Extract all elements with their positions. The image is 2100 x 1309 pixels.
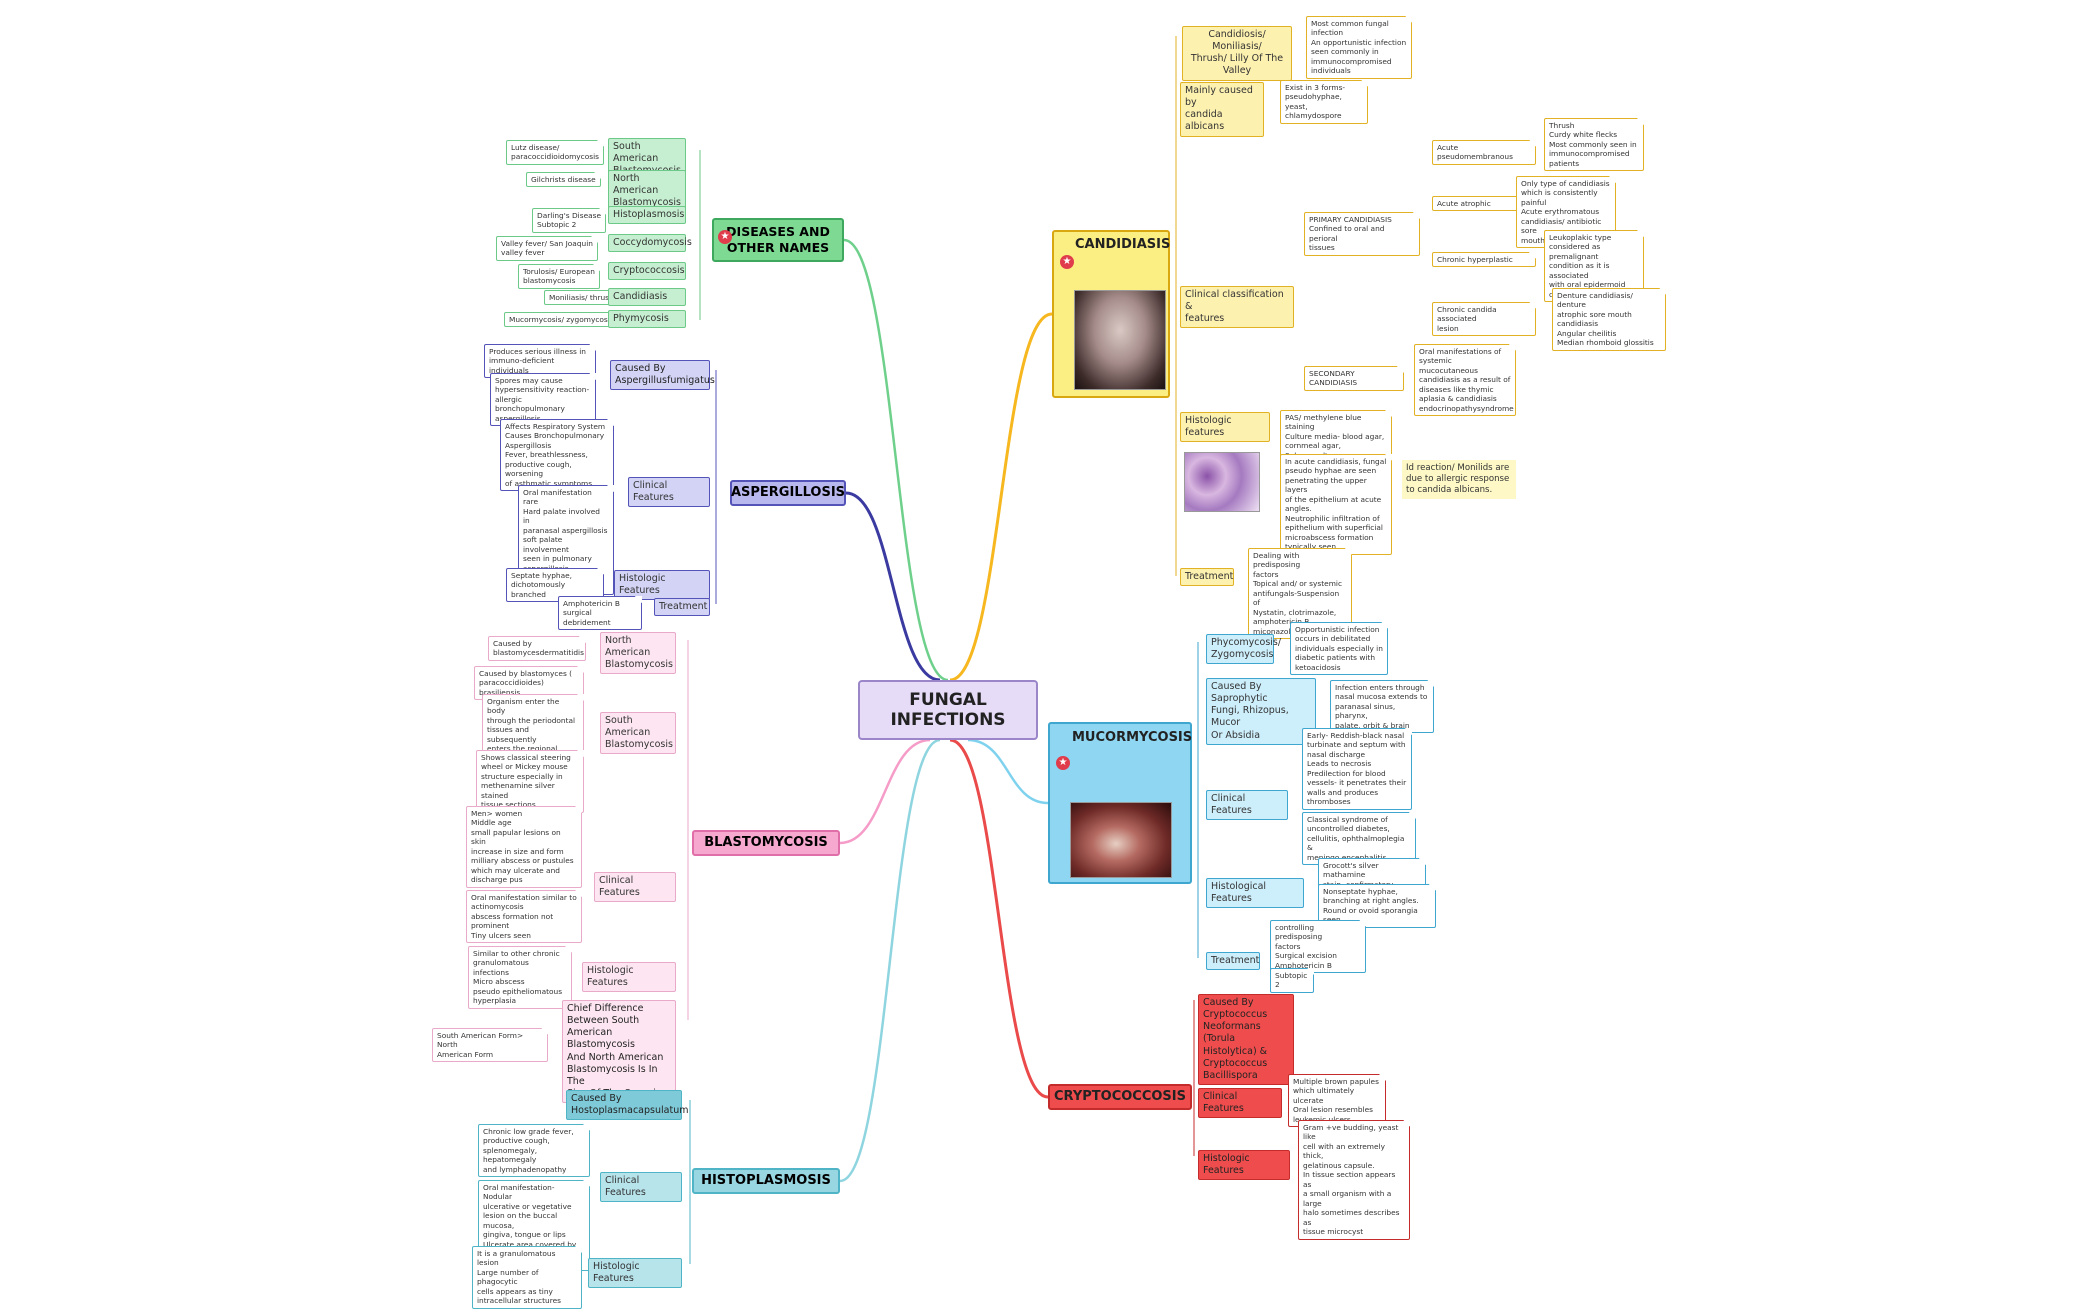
candidiasis-type-detail: Denture candidiasis/ denture atrophic so…: [1552, 288, 1666, 351]
blastomycosis-topic[interactable]: BLASTOMYCOSIS: [692, 830, 840, 856]
disease-name[interactable]: North American Blastomycosis: [608, 170, 686, 213]
blasto-sa[interactable]: South American Blastomycosis: [600, 712, 676, 755]
cand-classification[interactable]: Clinical classification & features: [1180, 286, 1294, 329]
asp-histo[interactable]: Histologic Features: [614, 570, 710, 601]
histology-image: [1184, 452, 1260, 512]
cand-histo[interactable]: Histologic features: [1180, 412, 1270, 443]
muco-phycomycosis[interactable]: Phycomycosis/ Zygomycosis: [1206, 634, 1281, 665]
disease-alias: Mucormycosis/ zygomycosis: [504, 312, 619, 328]
cand-treatment[interactable]: Treatment: [1180, 568, 1234, 587]
histo-clinical[interactable]: Clinical Features: [600, 1172, 682, 1203]
disease-name[interactable]: Candidiasis: [608, 288, 686, 307]
cand-cause[interactable]: Mainly caused by candida albicans: [1180, 82, 1264, 137]
asp-treatment[interactable]: Treatment: [654, 598, 710, 617]
disease-name[interactable]: Coccydomycosis: [608, 234, 692, 253]
asp-clinical[interactable]: Clinical Features: [628, 477, 710, 508]
crypto-histo-leaf: Gram +ve budding, yeast like cell with a…: [1298, 1120, 1410, 1240]
blasto-histo-leaf: Similar to other chronic granulomatous i…: [468, 946, 572, 1009]
muco-treatment-leaf-1: controlling predisposing factors Surgica…: [1270, 920, 1366, 974]
blasto-clinical-leaf-2: Oral manifestation similar to actinomyco…: [466, 890, 582, 944]
star-icon: ★: [1060, 255, 1074, 269]
asp-cause-leaf-2: Spores may cause hypersensitivity reacti…: [490, 373, 596, 427]
disease-alias: Moniliasis/ thrush: [544, 290, 619, 306]
candidiasis-title: CANDIDIASIS: [1075, 237, 1171, 252]
candidiasis-type[interactable]: Chronic hyperplastic: [1432, 252, 1536, 268]
crypto-clinical[interactable]: Clinical Features: [1198, 1088, 1282, 1119]
asp-cause[interactable]: Caused By Aspergillusfumigatus: [610, 360, 715, 391]
cand-cause-leaf: Exist in 3 forms- pseudohyphae, yeast, c…: [1280, 80, 1368, 124]
central-topic[interactable]: FUNGAL INFECTIONS: [858, 680, 1038, 740]
asp-cause-leaf-1: Produces serious illness in immuno-defic…: [484, 344, 596, 379]
asp-clinical-leaf-1: Affects Respiratory System Causes Bronch…: [500, 419, 614, 492]
muco-b-leaf: Infection enters through nasal mucosa ex…: [1330, 680, 1434, 734]
aspergillosis-topic[interactable]: ASPERGILLOSIS: [730, 480, 846, 506]
cand-histo-leaf-2: In acute candidiasis, fungal pseudo hyph…: [1280, 454, 1392, 555]
disease-alias: Torulosis/ European blastomycosis: [518, 264, 600, 289]
diseases-topic[interactable]: DISEASES AND OTHER NAMES: [712, 218, 844, 262]
mucormycosis-title: MUCORMYCOSIS: [1072, 730, 1193, 745]
candidiasis-type[interactable]: Acute pseudomembranous: [1432, 140, 1536, 165]
blasto-clinical-leaf-1: Men> women Middle age small papular lesi…: [466, 806, 582, 888]
candidiasis-type[interactable]: Chronic candida associated lesion: [1432, 302, 1536, 337]
cand-secondary-leaf: Oral manifestations of systemic mucocuta…: [1414, 344, 1516, 417]
cand-names[interactable]: Candidiosis/ Moniliasis/ Thrush/ Lilly O…: [1182, 26, 1292, 81]
disease-alias: Lutz disease/ paracoccidioidomycosis: [506, 140, 604, 165]
disease-alias: Darling's Disease Subtopic 2: [532, 208, 607, 233]
muco-treatment[interactable]: Treatment: [1206, 952, 1260, 971]
crypto-histo[interactable]: Histologic Features: [1198, 1150, 1290, 1181]
muco-cause[interactable]: Caused By Saprophytic Fungi, Rhizopus, M…: [1206, 678, 1316, 745]
disease-alias: Gilchrists disease: [526, 172, 601, 188]
histo-cause[interactable]: Caused By Hostoplasmacapsulatum: [566, 1090, 688, 1121]
disease-name[interactable]: Phymycosis: [608, 310, 686, 329]
blasto-chief-leaf: South American Form> North American Form: [432, 1028, 548, 1063]
star-icon: ★: [1056, 756, 1070, 770]
star-icon: ★: [718, 230, 732, 244]
muco-clinical-leaf-2: Classical syndrome of uncontrolled diabe…: [1302, 812, 1416, 866]
muco-a-leaf: Opportunistic infection occurs in debili…: [1290, 622, 1388, 676]
blasto-na-leaf: Caused by blastomycesdermatitidis: [488, 636, 586, 661]
cand-names-leaf: Most common fungal infection An opportun…: [1306, 16, 1412, 79]
blasto-sa-leaf-3: Shows classical steering wheel or Mickey…: [476, 750, 584, 813]
asp-treatment-leaf: Amphotericin B surgical debridement: [558, 596, 642, 631]
blasto-clinical[interactable]: Clinical Features: [594, 872, 676, 903]
crypto-cause[interactable]: Caused By Cryptococcus Neoformans (Torul…: [1198, 994, 1294, 1086]
id-reaction-callout: Id reaction/ Monilids are due to allergi…: [1402, 460, 1516, 499]
histoplasmosis-topic[interactable]: HISTOPLASMOSIS: [692, 1168, 840, 1194]
muco-clinical-leaf-1: Early- Reddish-black nasal turbinate and…: [1302, 728, 1412, 810]
candidiasis-type-detail: Thrush Curdy white flecks Most commonly …: [1544, 118, 1644, 172]
oral-lesion-image: [1070, 802, 1172, 878]
histo-histo[interactable]: Histologic Features: [588, 1258, 682, 1289]
muco-clinical[interactable]: Clinical Features: [1206, 790, 1288, 821]
disease-name[interactable]: Histoplasmosis: [608, 206, 686, 225]
blasto-chief[interactable]: Chief Difference Between South American …: [562, 1000, 676, 1104]
cand-secondary: SECONDARY CANDIDIASIS: [1304, 366, 1404, 391]
disease-name[interactable]: Cryptococcosis: [608, 262, 686, 281]
cryptococcosis-topic[interactable]: CRYPTOCOCCOSIS: [1048, 1084, 1192, 1110]
muco-treatment-leaf-2: Subtopic 2: [1270, 968, 1314, 993]
disease-alias: Valley fever/ San Joaquin valley fever: [496, 236, 598, 261]
cand-primary: PRIMARY CANDIDIASIS Confined to oral and…: [1304, 212, 1420, 256]
tongue-image: [1074, 290, 1166, 390]
histo-histo-leaf: It is a granulomatous lesion Large numbe…: [472, 1246, 582, 1309]
histo-clinical-leaf-1: Chronic low grade fever, productive coug…: [478, 1124, 590, 1178]
blasto-na[interactable]: North American Blastomycosis: [600, 632, 676, 675]
blasto-histo[interactable]: Histologic Features: [582, 962, 676, 993]
muco-histo[interactable]: Histological Features: [1206, 878, 1304, 909]
